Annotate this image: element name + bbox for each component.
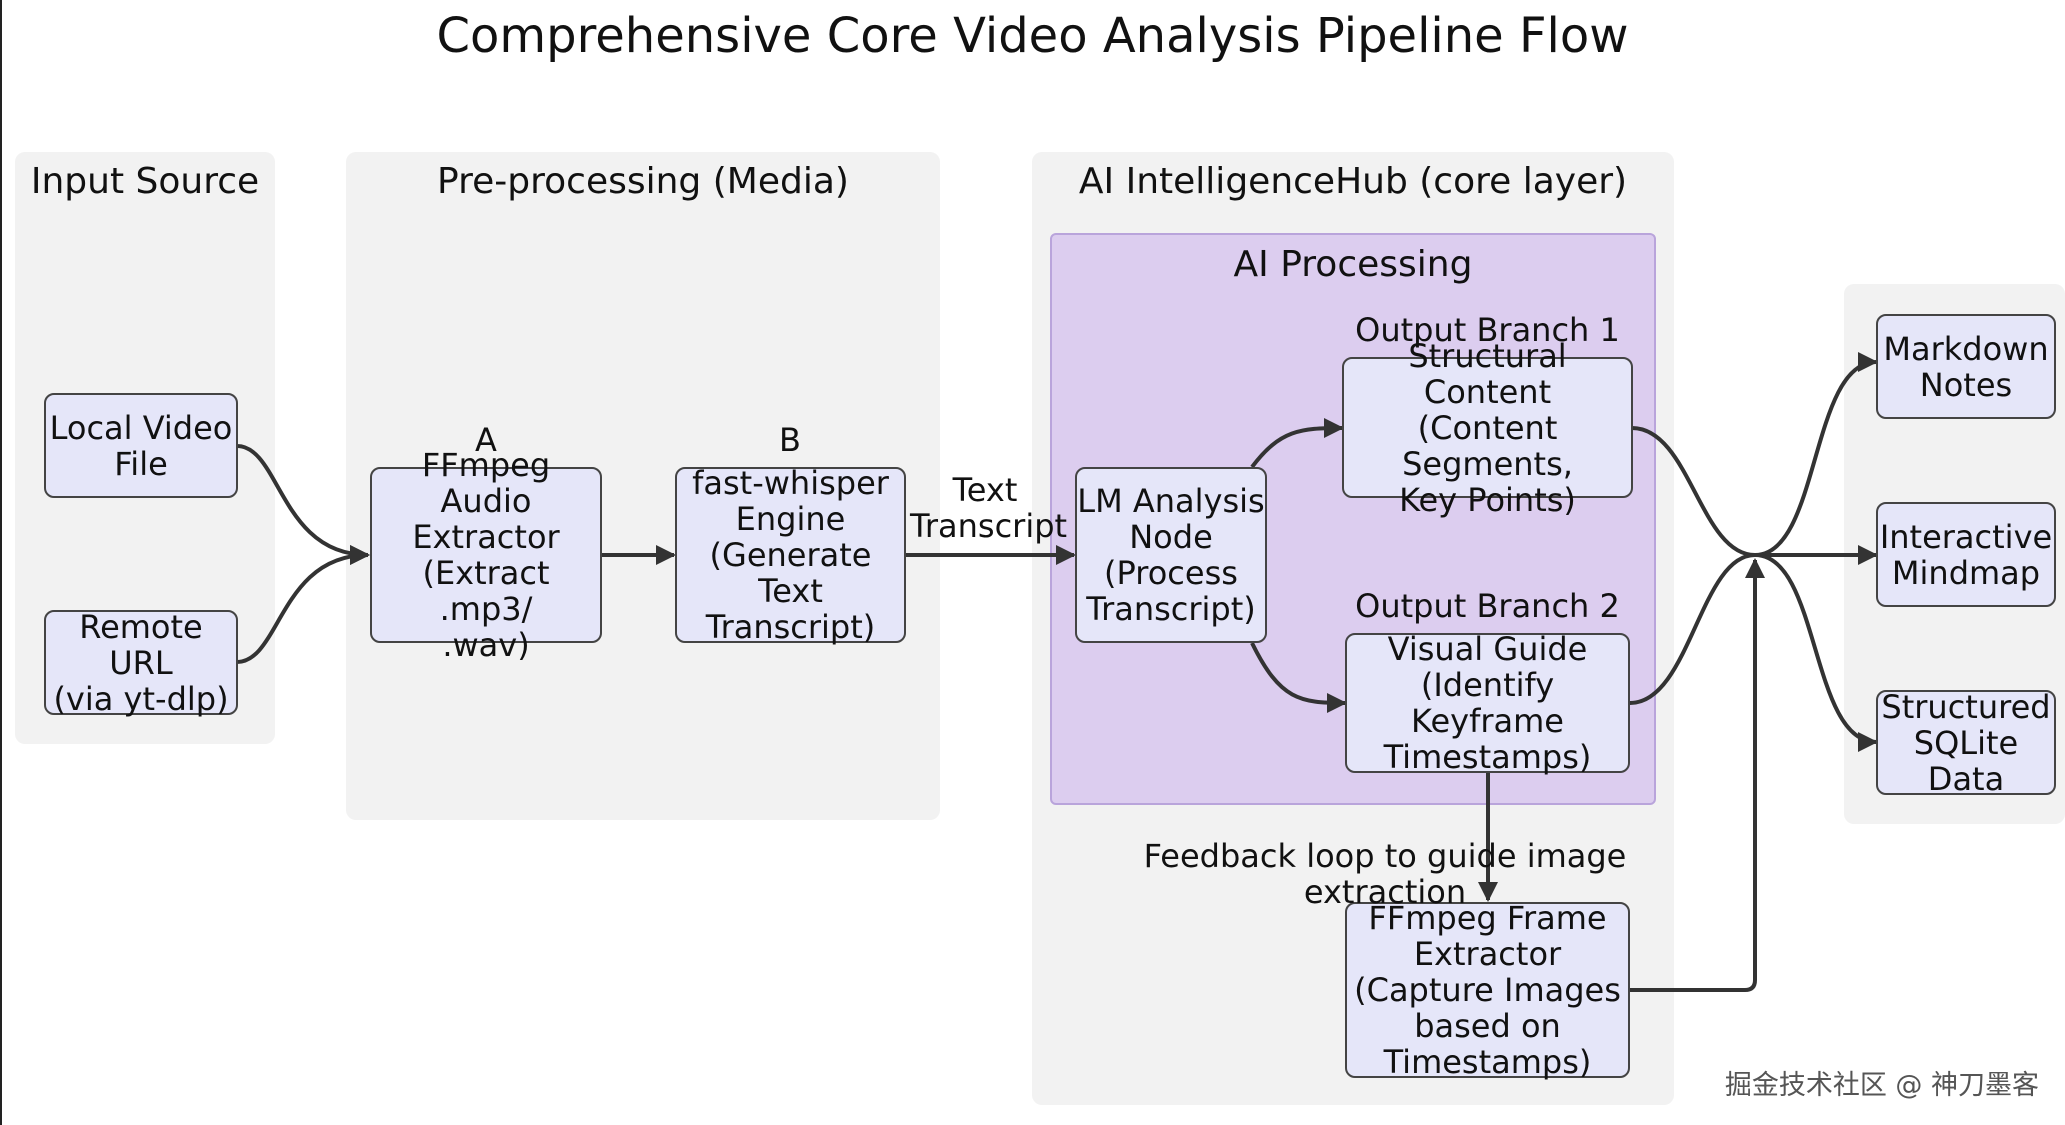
- node-lm-analysis[interactable]: LM Analysis Node (Process Transcript): [1075, 467, 1267, 643]
- label-feedback-loop: Feedback loop to guide image extraction: [1143, 837, 1627, 911]
- group-label-ai-processing: AI Processing: [1233, 244, 1473, 285]
- watermark: 掘金技术社区 @ 神刀墨客: [1724, 1070, 2039, 1101]
- label-b: B: [779, 421, 801, 459]
- group-label-input-source: Input Source: [30, 161, 260, 202]
- node-remote-url[interactable]: Remote URL (via yt-dlp): [44, 609, 238, 717]
- node-markdown-notes[interactable]: Markdown Notes: [1876, 314, 2056, 419]
- edge-visual-to-outputs: [1629, 553, 1756, 705]
- node-fast-whisper-engine[interactable]: fast-whisper Engine (Generate Text Trans…: [675, 465, 906, 645]
- node-visual-guide[interactable]: Visual Guide (Identify Keyframe Timestam…: [1345, 631, 1630, 775]
- node-ffmpeg-frame-extractor[interactable]: FFmpeg Frame Extractor (Capture Images b…: [1345, 900, 1630, 1080]
- edge-lm-to-visual: [1250, 642, 1347, 713]
- label-a: A: [475, 421, 497, 459]
- node-interactive-mindmap[interactable]: Interactive Mindmap: [1876, 502, 2056, 607]
- node-structural-content[interactable]: Structural Content (Content Segments, Ke…: [1342, 338, 1633, 518]
- group-label-ai-hub: AI IntelligenceHub (core layer): [1078, 161, 1628, 202]
- node-ffmpeg-audio-extractor[interactable]: FFmpeg Audio Extractor (Extract .mp3/ .w…: [370, 447, 602, 663]
- edge-frame-to-outputs: [1630, 558, 1765, 992]
- label-output-branch-2: Output Branch 2: [1355, 587, 1620, 625]
- node-structured-sqlite-data[interactable]: Structured SQLite Data: [1876, 689, 2056, 797]
- edge-local-to-ffmpeg: [236, 444, 370, 565]
- group-label-preprocessing: Pre-processing (Media): [437, 161, 849, 202]
- label-text-transcript: Text Transcript: [910, 471, 1068, 545]
- edge-remote-to-ffmpeg: [236, 545, 370, 664]
- edge-hub-to-markdown: [1754, 352, 1878, 557]
- edge-lm-to-structural: [1250, 418, 1344, 469]
- left-border: [0, 0, 2, 1125]
- diagram-title: Comprehensive Core Video Analysis Pipeli…: [436, 8, 1629, 64]
- node-local-video-file[interactable]: Local Video File: [44, 393, 238, 498]
- label-output-branch-1: Output Branch 1: [1355, 311, 1620, 349]
- edge-hub-to-sqlite: [1754, 553, 1878, 752]
- edge-structural-to-outputs: [1631, 426, 1756, 557]
